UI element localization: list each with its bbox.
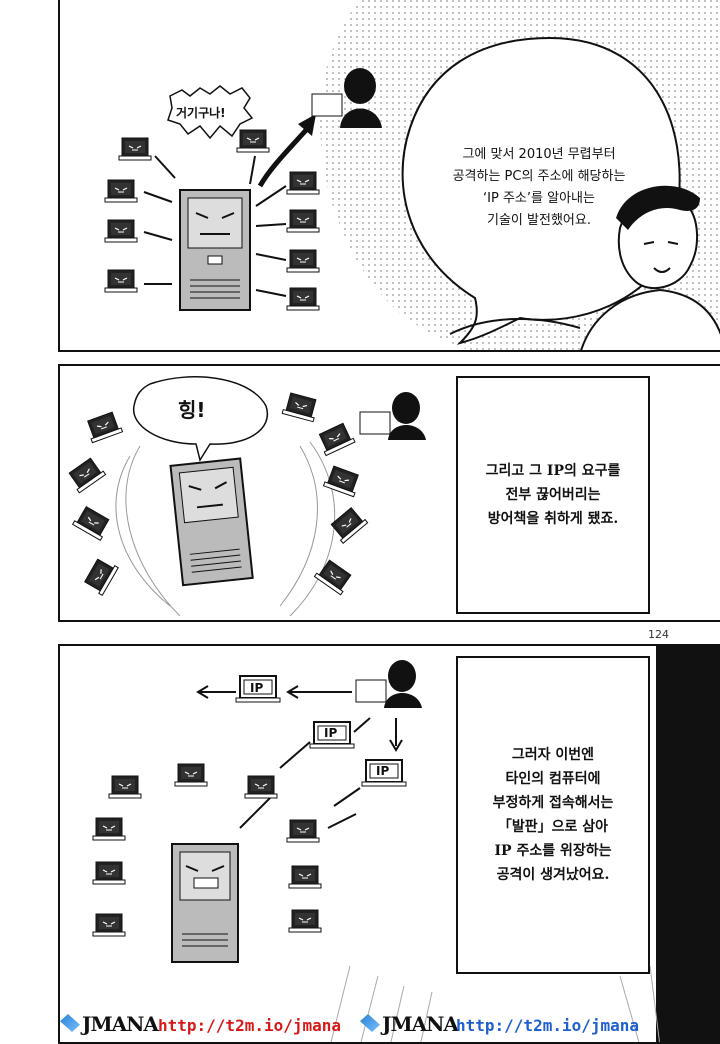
hacker-icon [311, 68, 382, 128]
watermark-url[interactable]: http://t2m.io/jmana [456, 1016, 640, 1035]
watermark-bar: JMANA http://t2m.io/jmana JMANA http://t… [58, 1006, 720, 1040]
caption-box-3: 그러자 이번엔 타인의 컴퓨터에 부정하게 접속해서는 「발판」으로 삼아 IP… [456, 656, 650, 974]
sfx-text: 힝! [178, 398, 206, 422]
jmana-logo-icon [360, 1014, 380, 1032]
ip-label: IP [324, 726, 338, 740]
watermark-brand: JMANA [82, 1012, 159, 1036]
ip-label: IP [376, 764, 390, 778]
caption-text-3: 그러자 이번엔 타인의 컴퓨터에 부정하게 접속해서는 「발판」으로 삼아 IP… [492, 747, 614, 883]
panel-3: IP IP IP 그러자 이번엔 타인의 컴퓨터에 부정하게 접속해서는 「발판… [58, 644, 720, 1044]
speech-bubble [401, 36, 681, 345]
watermark-url[interactable]: http://t2m.io/jmana [158, 1016, 342, 1035]
panel-2-art [66, 376, 426, 617]
jmana-logo-icon [60, 1014, 80, 1032]
panel-1: 거기구나! 그에 맞서 2010년 무렵부터 공격하는 PC의 주소에 해당하는… [58, 0, 720, 352]
ip-label: IP [250, 681, 264, 695]
page-number: 124 [648, 628, 669, 641]
server-tower-icon [171, 843, 239, 963]
panel-1-art [60, 0, 720, 350]
caption-text-2: 그리고 그 IP의 요구를 전부 끊어버리는 방어책을 취하게 됐죠. [485, 463, 621, 527]
server-tower-icon [169, 457, 254, 587]
hacker-icon [359, 392, 426, 440]
hacker-icon [355, 660, 422, 708]
panel-2: 힝! 그리고 그 IP의 요구를 전부 끊어버리는 방어책을 취하게 됐죠. [58, 364, 720, 622]
panel-3-art [92, 660, 661, 1042]
dark-background [656, 646, 720, 1042]
character-figure [449, 185, 720, 350]
watermark-brand: JMANA [382, 1012, 459, 1036]
thought-bubble [133, 376, 269, 462]
server-tower-icon [179, 189, 251, 311]
speech-bubble-text: 그에 맞서 2010년 무렵부터 공격하는 PC의 주소에 해당하는 ‘IP 주… [452, 147, 626, 228]
shout-text: 거기구나! [176, 106, 226, 120]
shout-bubble [167, 85, 254, 140]
caption-box-2: 그리고 그 IP의 요구를 전부 끊어버리는 방어책을 취하게 됐죠. [456, 376, 650, 614]
